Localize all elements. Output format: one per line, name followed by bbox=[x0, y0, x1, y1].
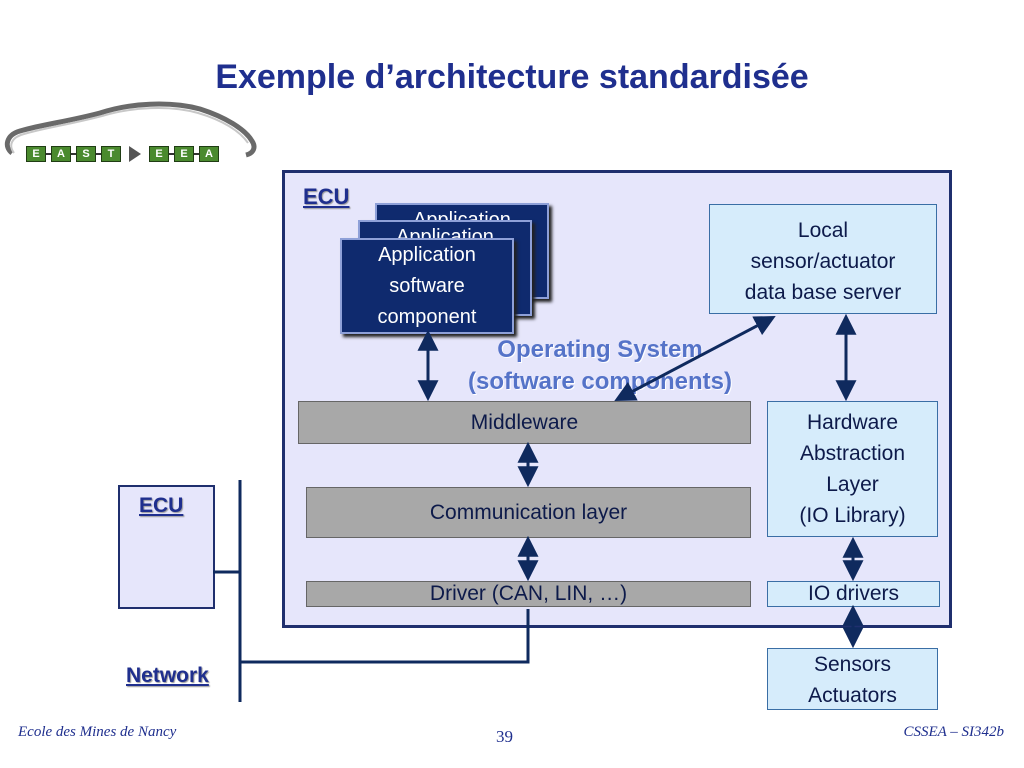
app-software-component: Application software component bbox=[340, 238, 514, 334]
local-db-server-box: Local sensor/actuator data base server bbox=[709, 204, 937, 314]
page-title: Exemple d’architecture standardisée bbox=[215, 58, 809, 96]
sensors-actuators-box: Sensors Actuators bbox=[767, 648, 938, 710]
driver-bus-line bbox=[240, 609, 530, 664]
app-line: Application bbox=[378, 244, 476, 266]
car-outline-icon bbox=[4, 101, 257, 158]
footer-course: CSSEA – SI342b bbox=[903, 724, 1004, 740]
app-line: software bbox=[389, 275, 465, 297]
logo-letter: A bbox=[199, 146, 219, 162]
logo-arrow-icon bbox=[129, 146, 141, 162]
hal-box: Hardware Abstraction Layer (IO Library) bbox=[767, 401, 938, 537]
ecu-secondary-box bbox=[118, 485, 215, 609]
local-db-line: sensor/actuator bbox=[750, 250, 896, 273]
middleware-box: Middleware bbox=[298, 401, 751, 444]
sensors-line: Sensors bbox=[813, 653, 892, 676]
db-middleware-arrow bbox=[614, 316, 776, 401]
hal-line: (IO Library) bbox=[799, 504, 906, 527]
footer-school: Ecole des Mines de Nancy bbox=[18, 724, 177, 740]
footer-page-number: 39 bbox=[496, 727, 513, 746]
logo-letter: E bbox=[149, 146, 169, 162]
logo-letters: E A S T E E A bbox=[26, 146, 219, 162]
logo-letter: E bbox=[26, 146, 46, 162]
ecu-secondary-label: ECU bbox=[139, 494, 184, 517]
driver-box: Driver (CAN, LIN, …) bbox=[306, 581, 751, 607]
io-drivers-box: IO drivers bbox=[767, 581, 940, 607]
logo-letter: E bbox=[174, 146, 194, 162]
logo-letter: T bbox=[101, 146, 121, 162]
local-db-line: data base server bbox=[744, 281, 902, 304]
hal-line: Abstraction bbox=[799, 442, 906, 465]
hal-line: Hardware bbox=[806, 411, 899, 434]
local-db-line: Local bbox=[797, 219, 849, 242]
hal-line: Layer bbox=[826, 473, 879, 496]
app-line: component bbox=[377, 306, 477, 328]
network-label: Network bbox=[126, 664, 209, 687]
east-eea-logo: E A S T E E A bbox=[0, 95, 260, 175]
logo-letter: S bbox=[76, 146, 96, 162]
ecu-main-label: ECU bbox=[303, 184, 350, 209]
sensors-line: Actuators bbox=[808, 684, 897, 707]
logo-letter: A bbox=[51, 146, 71, 162]
